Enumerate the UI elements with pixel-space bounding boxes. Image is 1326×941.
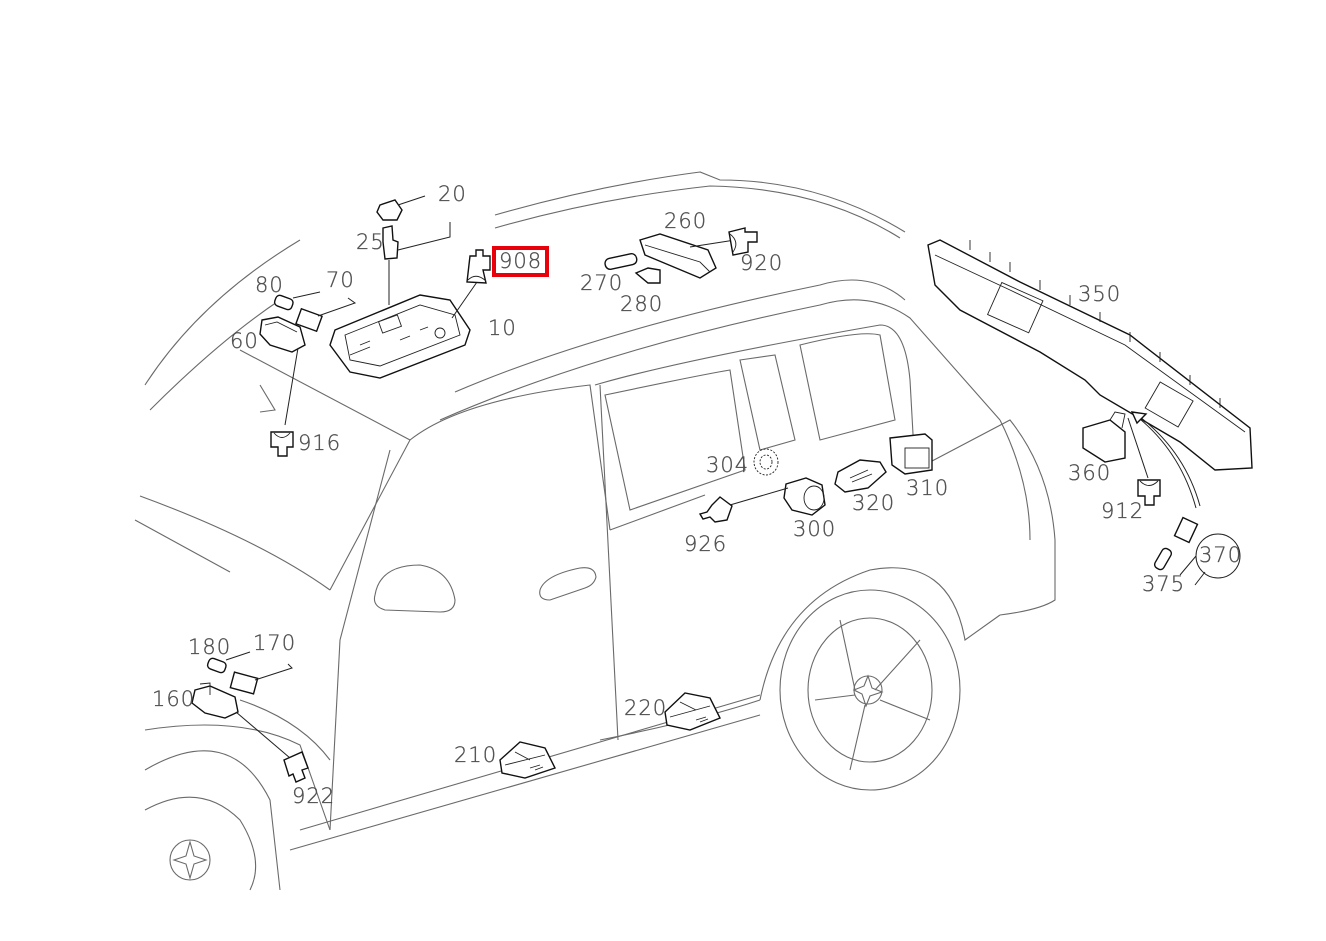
callout-912[interactable]: 912 [1101,499,1145,523]
part-260-rear-dome-lamp [639,233,736,279]
callout-304[interactable]: 304 [706,453,750,477]
part-304-ring [753,448,779,476]
part-70-socket [295,297,357,333]
callout-60[interactable]: 60 [230,329,259,353]
connector-symbol-916 [270,431,294,457]
part-280-wedge-bulb [634,267,661,284]
part-220-door-lamp [664,692,721,731]
connector-symbol-908 [466,249,491,284]
part-300-switch [729,477,826,516]
part-170-socket [229,663,293,695]
part-80-bulb [273,291,321,311]
callout-280[interactable]: 280 [620,292,664,316]
part-375-bulb [1153,547,1173,571]
callout-300[interactable]: 300 [793,517,837,541]
callout-20[interactable]: 20 [438,182,467,206]
callout-370[interactable]: 370 [1199,543,1243,567]
part-210-door-lamp [499,741,556,779]
part-180-bulb [206,651,251,674]
callout-360[interactable]: 360 [1068,461,1112,485]
callout-180[interactable]: 180 [188,635,232,659]
callout-375[interactable]: 375 [1142,572,1186,596]
callout-916[interactable]: 916 [298,431,342,455]
callout-320[interactable]: 320 [852,491,896,515]
connector-symbol-920 [728,227,758,256]
callout-908-highlighted[interactable]: 908 [491,246,550,277]
callout-926[interactable]: 926 [684,532,728,556]
callout-270[interactable]: 270 [580,271,624,295]
part-350-tailgate-trim [927,239,1253,471]
assembly-arrow [1130,411,1201,509]
callout-220[interactable]: 220 [624,696,668,720]
callout-25[interactable]: 25 [356,230,385,254]
part-10-overhead-control-panel [329,260,478,379]
part-270-festoon-bulb [604,253,638,270]
connector-symbol-922 [283,751,309,783]
part-20-bulb-holder [376,195,426,221]
callout-170[interactable]: 170 [253,631,297,655]
callout-10[interactable]: 10 [488,316,517,340]
part-25-bulb [382,222,451,260]
part-320-lens [834,459,887,493]
part-310-switch [889,433,933,475]
connector-symbol-912 [1137,479,1161,506]
part-370-socket [1173,516,1241,586]
part-360-lamp-housing [1082,411,1149,479]
connector-symbol-926 [698,496,733,523]
callout-80[interactable]: 80 [255,273,284,297]
part-160-lamp [191,682,291,759]
callout-160[interactable]: 160 [152,687,196,711]
callout-210[interactable]: 210 [454,743,498,767]
callout-920[interactable]: 920 [740,251,784,275]
callout-922[interactable]: 922 [292,784,336,808]
callout-310[interactable]: 310 [906,476,950,500]
callout-70[interactable]: 70 [326,268,355,292]
callout-260[interactable]: 260 [664,209,708,233]
part-60-reading-lamp [259,316,306,426]
callout-350[interactable]: 350 [1078,282,1122,306]
